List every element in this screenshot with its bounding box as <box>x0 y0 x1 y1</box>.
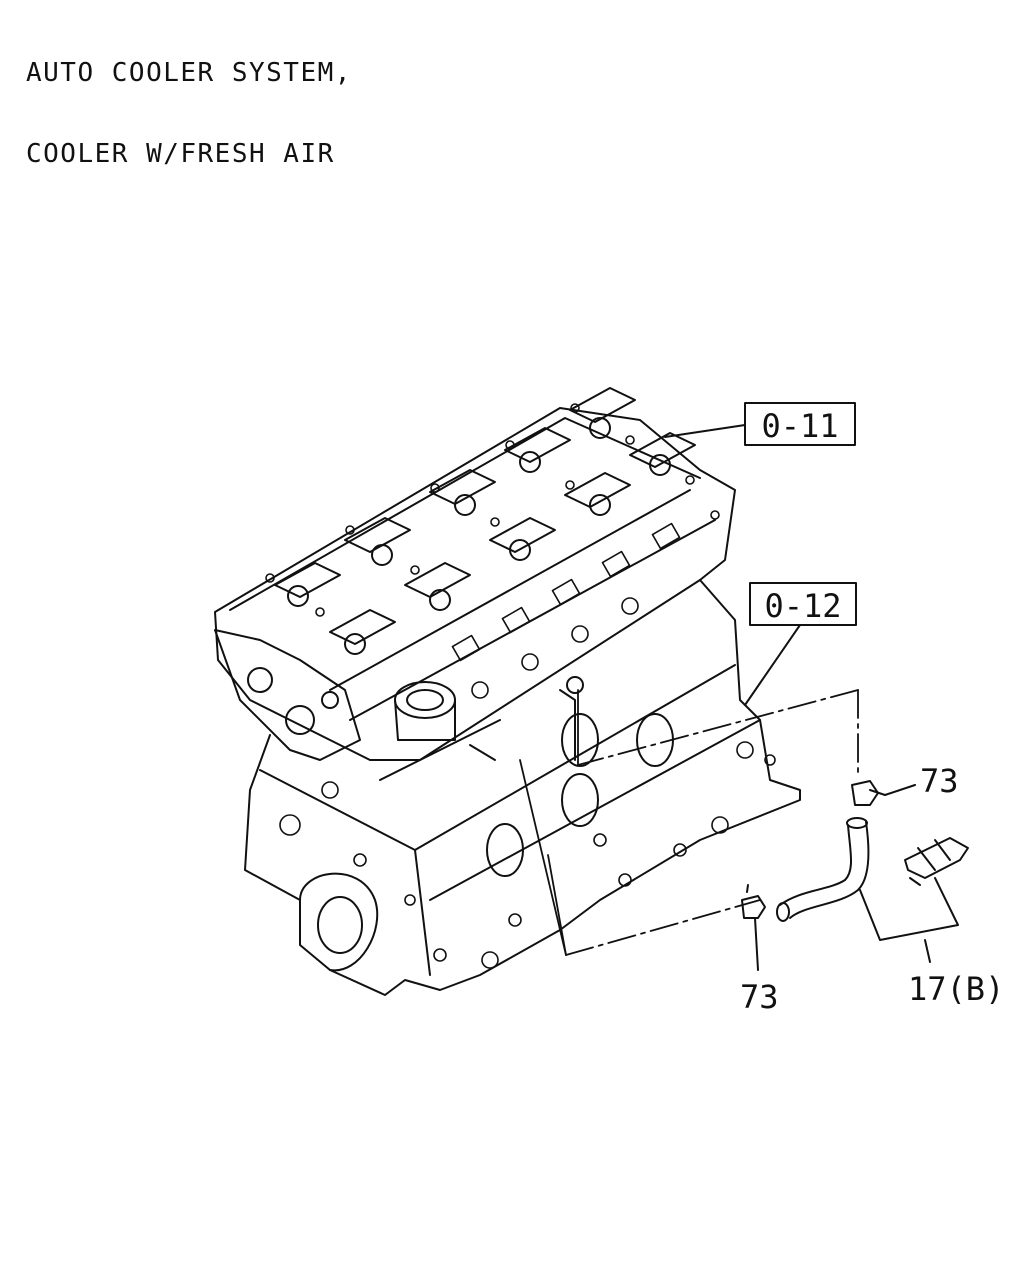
reference-label-0-11: 0-11 <box>761 407 838 445</box>
part-label-clamp-lower: 73 <box>740 978 779 1016</box>
title-line-2: COOLER W/FRESH AIR <box>26 139 335 169</box>
reference-callout-0-12[interactable]: 0-12 <box>744 582 857 706</box>
crank-bore <box>299 872 379 972</box>
reference-callout-0-11[interactable]: 0-11 <box>664 402 856 446</box>
hose-assembly-callout[interactable]: 17(B) <box>859 877 1004 1008</box>
coolant-hose[interactable] <box>776 817 870 922</box>
thermostat-housing <box>394 681 456 741</box>
block-bolts <box>279 741 776 969</box>
hose-bracket[interactable] <box>904 837 969 886</box>
part-label-hose-assembly: 17(B) <box>908 970 1004 1008</box>
camshaft-caps <box>274 387 696 655</box>
part-label-clamp-upper: 73 <box>920 762 959 800</box>
leader-line-0-12 <box>744 624 801 706</box>
hose-clamp-lower[interactable]: 73 <box>740 884 779 1016</box>
leader-line-0-11 <box>664 424 746 438</box>
leader-line-hose-assembly-drop <box>924 939 931 963</box>
front-cover <box>214 629 361 761</box>
leader-line-hose-assembly <box>859 877 959 941</box>
reference-label-0-12: 0-12 <box>764 587 841 625</box>
hose-clamp-upper[interactable]: 73 <box>851 762 959 806</box>
leader-line-clamp-lower <box>754 917 759 971</box>
head-ports <box>451 522 681 699</box>
leader-line-clamp-upper <box>884 784 916 796</box>
engine-assembly <box>214 387 801 996</box>
routing-lines <box>565 689 859 956</box>
title-line-1: AUTO COOLER SYSTEM, <box>26 58 352 88</box>
block-bores <box>486 713 674 877</box>
head-bolts <box>265 403 720 617</box>
diagram-title: AUTO COOLER SYSTEM, COOLER W/FRESH AIR <box>26 6 352 195</box>
